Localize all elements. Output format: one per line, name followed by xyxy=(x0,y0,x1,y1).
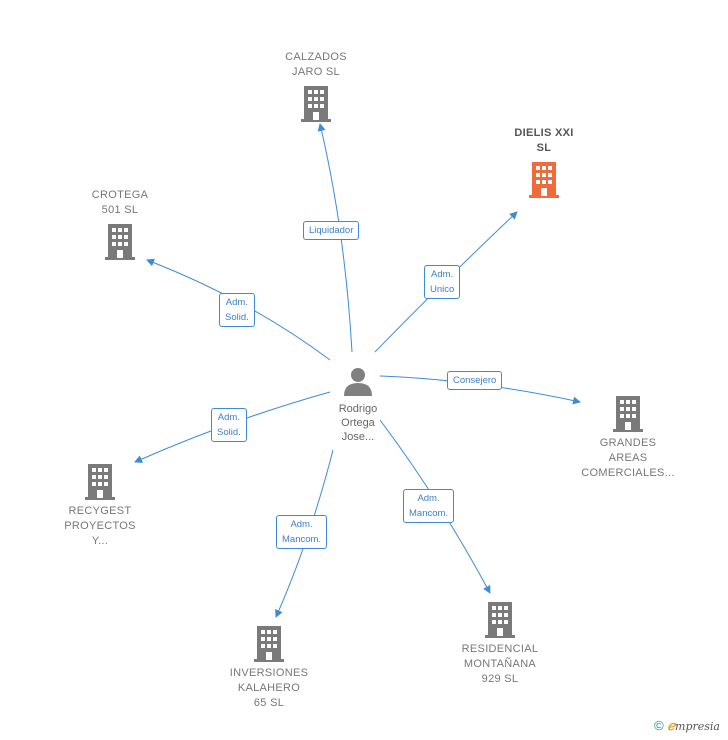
company-node-dielis[interactable]: DIELIS XXI SL xyxy=(494,126,594,198)
edge-label-consejero[interactable]: Consejero xyxy=(447,371,503,390)
company-node-calzados[interactable]: CALZADOS JARO SL xyxy=(266,50,366,122)
building-icon xyxy=(254,626,284,662)
edge-label-adm-mancom-inversiones[interactable]: Adm. Mancom. xyxy=(276,515,328,549)
person-name: Rodrigo Ortega Jose... xyxy=(338,403,378,443)
company-label: CROTEGA 501 SL xyxy=(91,189,149,216)
company-node-inversiones[interactable]: INVERSIONES KALAHERO 65 SL xyxy=(219,626,319,711)
person-icon xyxy=(344,368,372,396)
brand-logo-text: mpresia xyxy=(675,720,720,733)
edge-label-adm-solid-recygest[interactable]: Adm. Solid. xyxy=(211,408,247,442)
brand-footer: © ℯmpresia xyxy=(654,718,720,734)
edge-label-liquidador[interactable]: Liquidador xyxy=(303,221,360,240)
building-icon xyxy=(301,86,331,122)
company-label: DIELIS XXI SL xyxy=(514,127,574,154)
company-node-grandes[interactable]: GRANDES AREAS COMERCIALES... xyxy=(570,396,686,481)
company-label: INVERSIONES KALAHERO 65 SL xyxy=(229,667,309,709)
company-label: CALZADOS JARO SL xyxy=(285,51,347,78)
building-icon xyxy=(613,396,643,432)
copyright-icon: © xyxy=(654,718,664,733)
edge-label-adm-solid-crotega[interactable]: Adm. Solid. xyxy=(219,293,255,327)
building-icon xyxy=(529,162,559,198)
company-node-residencial[interactable]: RESIDENCIAL MONTAÑANA 929 SL xyxy=(450,602,550,687)
person-node[interactable]: Rodrigo Ortega Jose... xyxy=(318,366,398,444)
company-node-crotega[interactable]: CROTEGA 501 SL xyxy=(70,188,170,260)
brand-logo-e: ℯ xyxy=(667,719,676,734)
building-icon xyxy=(85,464,115,500)
edge-label-adm-mancom-residencial[interactable]: Adm. Mancom. xyxy=(403,489,455,523)
building-icon xyxy=(485,602,515,638)
company-node-recygest[interactable]: RECYGEST PROYECTOS Y... xyxy=(50,464,150,549)
building-icon xyxy=(105,224,135,260)
edge-label-adm-unico[interactable]: Adm. Unico xyxy=(424,265,461,299)
company-label: RESIDENCIAL MONTAÑANA 929 SL xyxy=(461,643,539,685)
company-label: RECYGEST PROYECTOS Y... xyxy=(64,505,136,547)
company-label: GRANDES AREAS COMERCIALES... xyxy=(581,437,675,479)
